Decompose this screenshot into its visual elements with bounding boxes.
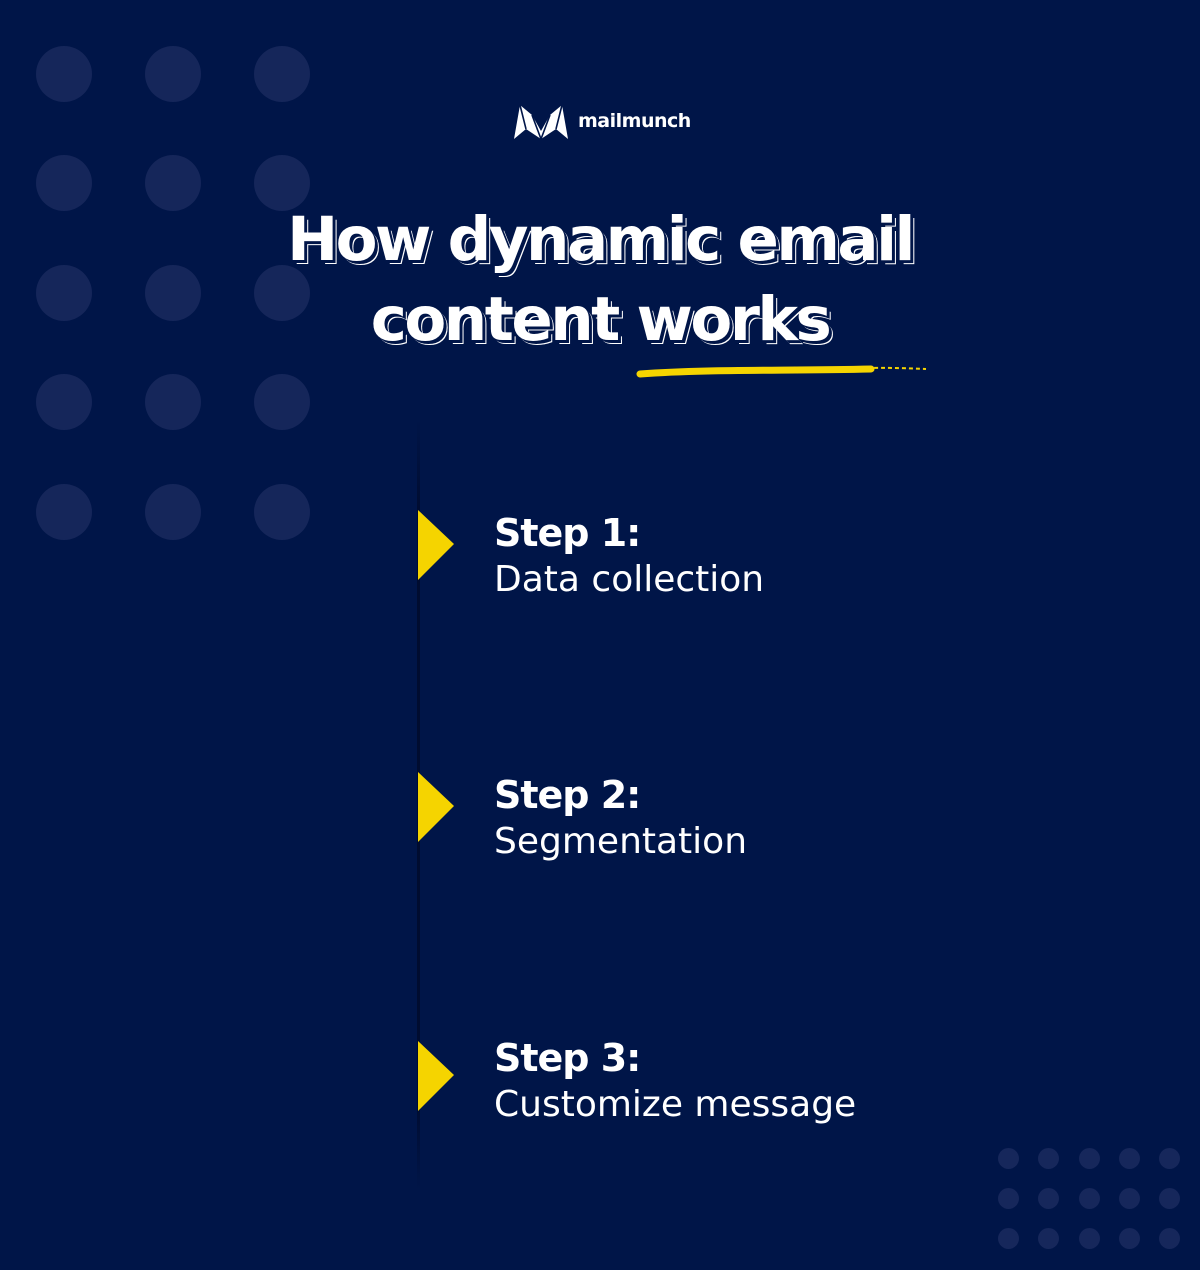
brand-name: mailmunch	[578, 110, 691, 132]
brand-logo: mailmunch	[512, 100, 691, 142]
title-line-1: How dynamic email	[287, 204, 915, 275]
page-title: How dynamic email content works	[0, 200, 1200, 360]
step-3-label: Step 3:	[494, 1036, 641, 1080]
step-1-text: Data collection	[494, 559, 765, 600]
step-1-label: Step 1:	[494, 511, 641, 555]
step-2-text: Segmentation	[494, 821, 748, 862]
chevron-right-icon	[418, 1041, 454, 1111]
highlight-underline	[636, 365, 927, 378]
mailmunch-logo-icon	[514, 104, 568, 140]
step-2-label: Step 2:	[494, 773, 641, 817]
title-line-2: content works	[370, 284, 832, 355]
step-3-text: Customize message	[494, 1084, 857, 1125]
chevron-right-icon	[418, 772, 454, 842]
chevron-right-icon	[418, 510, 454, 580]
